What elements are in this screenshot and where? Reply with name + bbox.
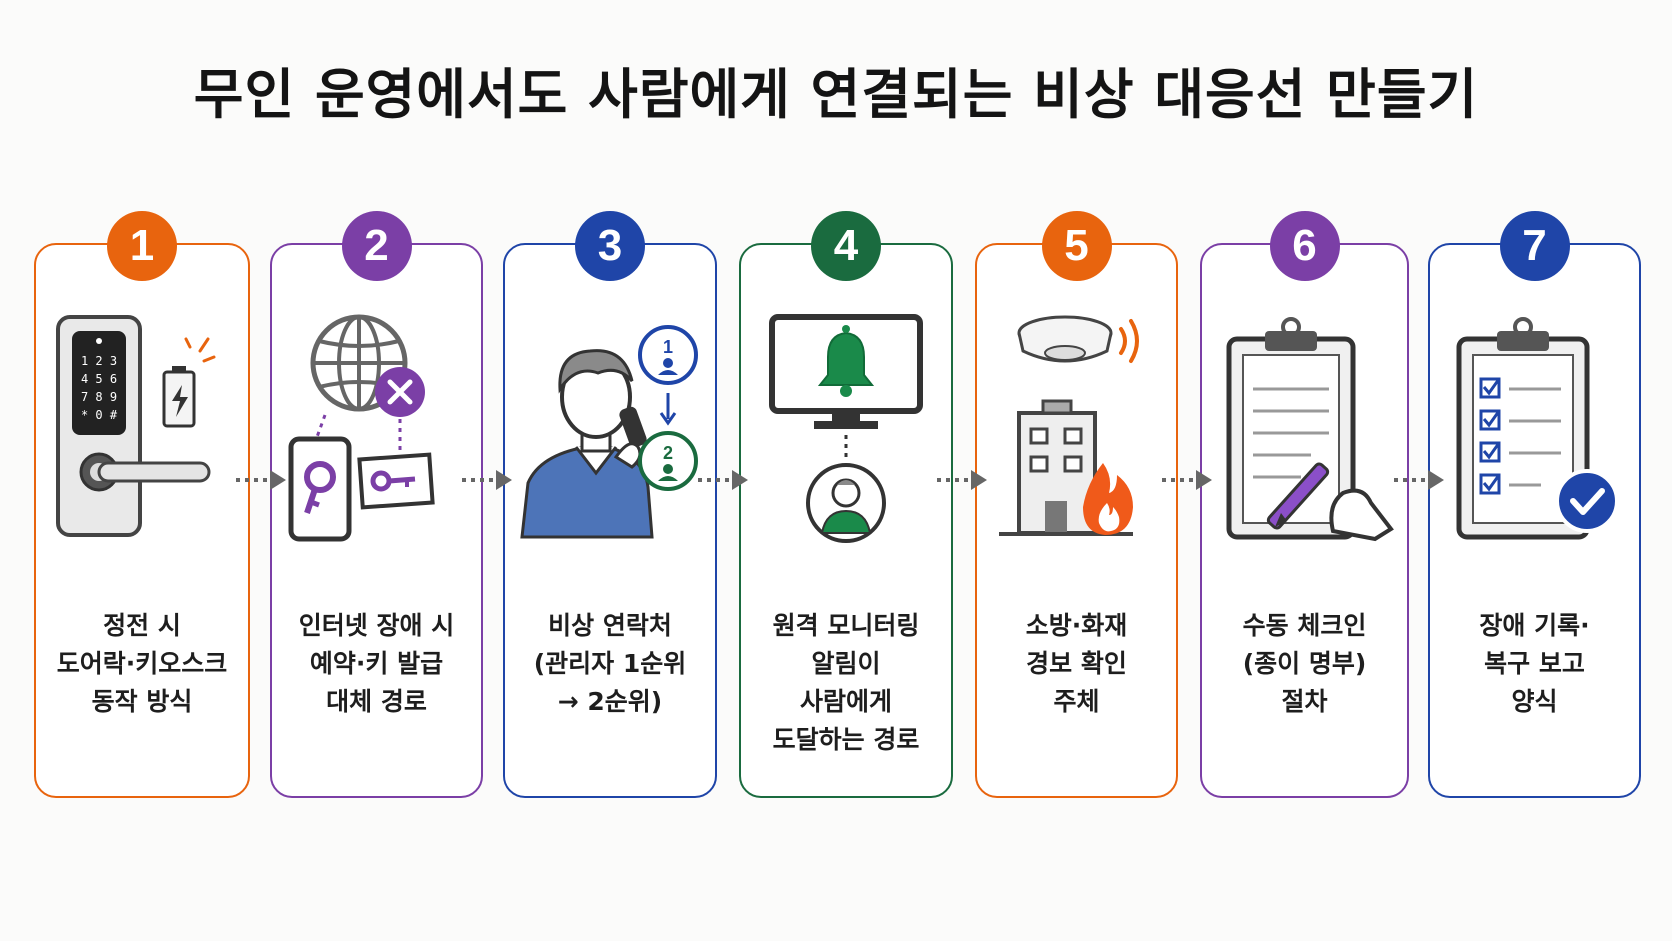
step-2-line-1: 인터넷 장애 시 (298, 611, 455, 640)
step-4-line-1: 원격 모니터링 (772, 611, 920, 640)
monitor-bell-icon (756, 307, 936, 547)
step-4-line-3: 사람에게 (799, 687, 892, 716)
person-phone-icon: 1 2 (520, 307, 700, 547)
step-5-line-3: 주체 (1053, 687, 1100, 716)
connector-arrow-icon (460, 466, 516, 494)
step-7-line-2: 복구 보고 (1484, 649, 1585, 678)
step-7-line-1: 장애 기록· (1479, 611, 1590, 640)
step-2-line-3: 대체 경로 (326, 687, 427, 716)
keypad-row-3: 7 8 9 (81, 390, 117, 404)
step-badge-4: 4 (811, 211, 881, 281)
step-7-line-3: 양식 (1511, 687, 1558, 716)
step-label-1: 정전 시 도어락·키오스크 동작 방식 (44, 607, 240, 721)
step-3-line-2: (관리자 1순위 (533, 649, 687, 678)
step-label-7: 장애 기록· 복구 보고 양식 (1438, 607, 1631, 721)
step-badge-5: 5 (1041, 211, 1112, 281)
checklist-check-icon (1445, 307, 1625, 547)
step-1-line-3: 동작 방식 (91, 687, 193, 716)
step-badge-1: 1 (107, 211, 177, 281)
step-badge-2: 2 (341, 211, 412, 281)
step-5-line-2: 경보 확인 (1026, 649, 1127, 678)
globe-offline-icon (287, 307, 467, 547)
step-badge-7: 7 (1499, 211, 1570, 281)
step-label-5: 소방·화재 경보 확인 주체 (985, 607, 1168, 721)
step-3-line-1: 비상 연락처 (548, 611, 672, 640)
step-card-2: 2 인터넷 장애 시 예약·키 발급 대체 경로 (270, 211, 483, 798)
keypad-row-1: 1 2 3 (81, 354, 117, 368)
keypad-row-4: * 0 # (81, 408, 118, 422)
step-2-line-2: 예약·키 발급 (309, 649, 444, 678)
step-card-1: 1 1 2 3 4 5 6 7 8 9 * 0 # 정전 시 도어락·키오스크 … (34, 211, 250, 798)
keypad-row-2: 4 5 6 (81, 372, 117, 386)
connector-arrow-icon (935, 466, 991, 494)
priority-1-label: 1 (663, 337, 673, 357)
step-4-line-4: 도달하는 경로 (772, 725, 920, 754)
step-1-line-1: 정전 시 (103, 611, 181, 640)
step-label-2: 인터넷 장애 시 예약·키 발급 대체 경로 (280, 607, 473, 721)
step-label-6: 수동 체크인 (종이 명부) 절차 (1210, 607, 1399, 721)
step-3-line-3: → 2순위) (557, 687, 663, 716)
step-card-5: 5 소방·화재 경보 확인 주체 (975, 211, 1178, 798)
step-5-line-1: 소방·화재 (1025, 611, 1128, 640)
step-label-3: 비상 연락처 (관리자 1순위 → 2순위) (513, 607, 707, 721)
step-badge-6: 6 (1269, 211, 1340, 281)
step-label-4: 원격 모니터링 알림이 사람에게 도달하는 경로 (749, 607, 943, 759)
priority-2-label: 2 (663, 443, 673, 463)
step-6-line-1: 수동 체크인 (1242, 611, 1367, 640)
connector-arrow-icon (1160, 466, 1216, 494)
step-6-line-2: (종이 명부) (1242, 649, 1367, 678)
step-card-3: 3 1 2 비상 연락처 (관리자 1순위 → 2순위) (503, 211, 717, 798)
page-title: 무인 운영에서도 사람에게 연결되는 비상 대응선 만들기 (193, 63, 1479, 126)
step-card-4: 4 원격 모니터링 알림이 사람에게 도달하는 경로 (739, 211, 953, 798)
connector-arrow-icon (696, 466, 752, 494)
step-card-7: 7 장애 기록· 복구 보고 양식 (1428, 211, 1641, 798)
step-6-line-3: 절차 (1281, 687, 1328, 716)
step-4-line-2: 알림이 (811, 649, 881, 678)
step-badge-3: 3 (575, 211, 645, 281)
clipboard-pen-icon (1215, 307, 1395, 547)
step-card-6: 6 수동 체크인 (종이 명부) 절차 (1200, 211, 1409, 798)
connector-arrow-icon (234, 466, 290, 494)
step-1-line-2: 도어락·키오스크 (56, 649, 228, 678)
smart-door-lock-icon: 1 2 3 4 5 6 7 8 9 * 0 # (52, 307, 232, 547)
smoke-alarm-fire-icon (987, 307, 1167, 547)
connector-arrow-icon (1392, 466, 1448, 494)
